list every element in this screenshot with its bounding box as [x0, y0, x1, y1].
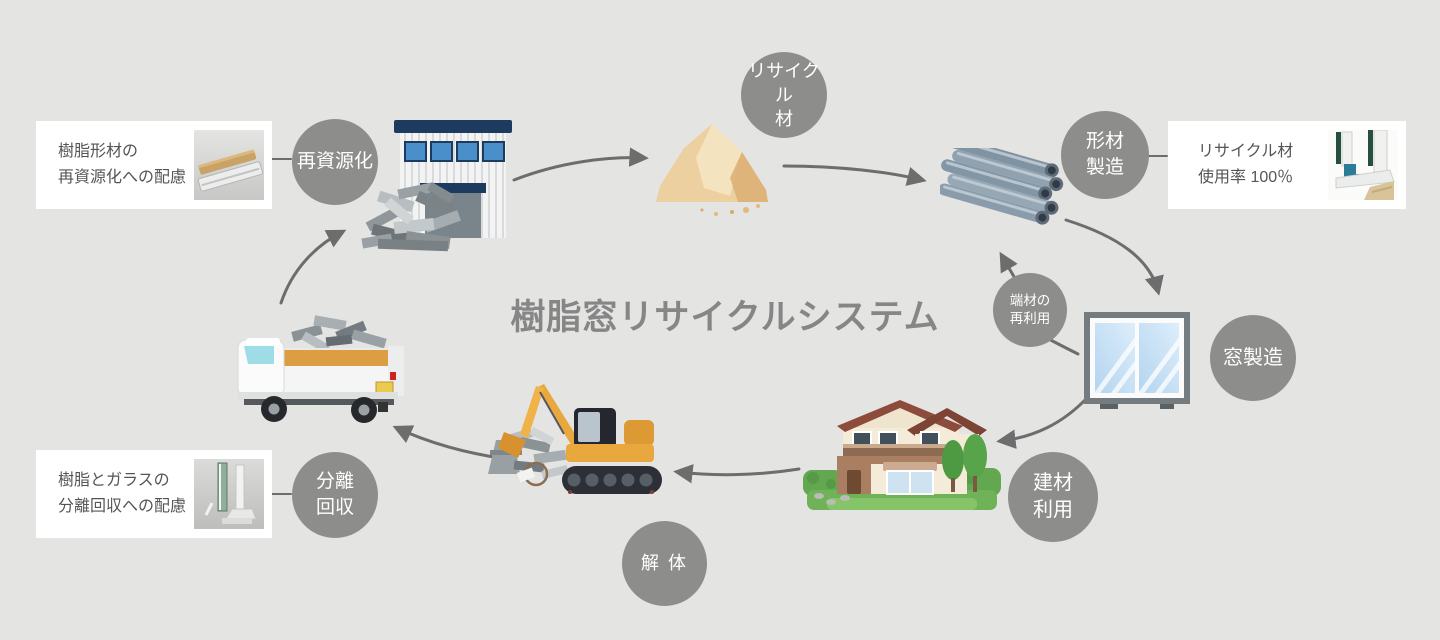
node-demolition: 解 体	[622, 521, 707, 606]
arrow-factory-to-powder	[512, 147, 649, 182]
callout-separation: 樹脂とガラスの 分離回収への配慮	[36, 450, 272, 538]
callout-recycled-usage: リサイクル材 使用率 100％	[1168, 121, 1406, 209]
pipe-bundle-icon	[938, 136, 1064, 225]
excavator-illustration	[474, 382, 666, 531]
callout-profile-recycling: 樹脂形材の 再資源化への配慮	[36, 121, 272, 209]
house-illustration	[803, 396, 1001, 523]
arrow-house-to-excavator	[673, 464, 801, 484]
powder-pile-icon	[656, 124, 768, 216]
diagram-title: 樹脂窓リサイクルシステム	[510, 298, 940, 337]
callout-profile-recycling-text: 樹脂形材の 再資源化への配慮	[58, 142, 187, 186]
callout-recycled-usage-text: リサイクル材 使用率 100％	[1198, 142, 1294, 186]
arrow-truck-to-scrap	[279, 229, 347, 305]
node-recycled-material: リサイクル 材	[741, 52, 827, 138]
scrap-pile-illustration	[358, 176, 470, 263]
truck-icon	[237, 315, 404, 423]
node-offcut-reuse: 端材の 再利用	[993, 273, 1067, 347]
arrow-powder-to-pipes	[782, 164, 927, 186]
node-resource-recovery: 再資源化	[292, 119, 378, 205]
glass-frame-separation-image	[194, 459, 264, 529]
resin-profile-bars-image	[194, 130, 264, 200]
window-illustration	[1084, 312, 1190, 417]
arrow-window-to-house	[996, 396, 1089, 449]
line-window-to-offcut	[1045, 336, 1080, 356]
house-icon	[803, 400, 1001, 510]
node-building-material-use: 建材 利用	[1008, 452, 1098, 542]
recycled-powder-illustration	[646, 118, 778, 227]
node-profile-manufacturing: 形材 製造	[1061, 111, 1149, 199]
node-separation-collection: 分離 回収	[292, 452, 378, 538]
pipe-bundle-illustration	[938, 136, 1082, 263]
scrap-pile-icon	[361, 182, 461, 252]
window-cross-section-image	[1328, 129, 1398, 200]
node-window-manufacturing: 窓製造	[1210, 315, 1296, 401]
excavator-icon	[488, 384, 662, 494]
window-icon	[1084, 312, 1190, 409]
callout-separation-text: 樹脂とガラスの 分離回収への配慮	[58, 471, 187, 515]
truck-illustration	[232, 314, 410, 433]
